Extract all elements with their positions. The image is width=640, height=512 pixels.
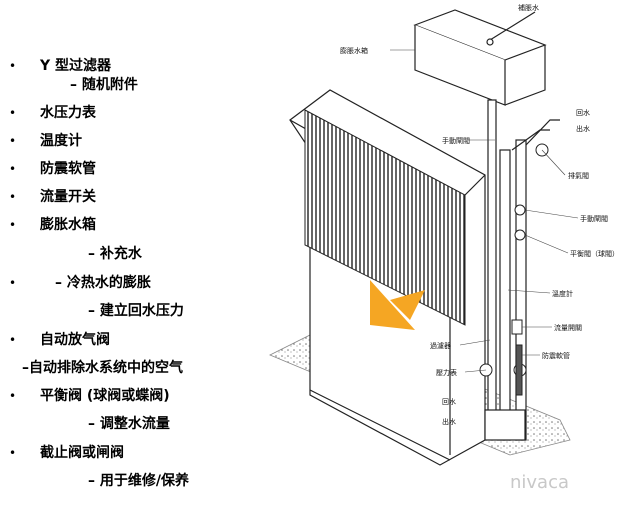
leader-lines (390, 49, 579, 373)
bullet-14: • (9, 446, 17, 460)
label-return-bottom: 回水 (442, 397, 456, 406)
item-balance-valve: 平衡阀 (球阀或蝶阀) (40, 388, 170, 404)
piping (484, 99, 560, 441)
bullet-0: • (9, 59, 17, 73)
item-adjust-flow: – 调整水流量 (88, 416, 170, 432)
item-expansion: – 冷热水的膨胀 (55, 275, 151, 291)
item-maintenance: – 用于维修/保养 (88, 473, 189, 489)
label-supply-bottom: 出水 (442, 417, 456, 426)
label-manual-valve-1: 手動閘閥 (442, 136, 470, 145)
label-y-strainer: 過濾器 (430, 341, 451, 350)
item-anti-vibration-hose: 防震软管 (40, 161, 96, 177)
item-auto-purge: –自动排除水系统中的空气 (22, 360, 183, 376)
bullet-5: • (9, 190, 17, 204)
label-makeup-water: 補脹水 (518, 3, 539, 12)
item-stop-valve: 截止阀或闸阀 (40, 445, 124, 461)
front-grille (304, 109, 466, 326)
item-random-accessory: – 随机附件 (70, 77, 138, 93)
bullet-12: • (9, 389, 17, 403)
item-return-pressure: – 建立回水压力 (88, 303, 184, 319)
expansion-tank (413, 9, 547, 106)
label-expansion-tank: 膨脹水箱 (340, 46, 368, 55)
bullet-8: • (9, 276, 17, 290)
bullet-2: • (9, 106, 17, 120)
component-list: • Y 型过滤器 – 随机附件 • 水压力表 • 温度计 • 防震软管 • 流量… (0, 0, 250, 512)
item-pressure-gauge: 水压力表 (40, 105, 96, 121)
label-return-top: 回水 (576, 108, 590, 117)
item-expansion-tank: 膨胀水箱 (40, 217, 96, 233)
bullet-10: • (9, 333, 17, 347)
item-thermometer: 温度计 (40, 133, 82, 149)
item-y-strainer: Y 型过滤器 (40, 58, 112, 74)
label-thermometer: 溫度計 (552, 289, 573, 298)
brand-logo (370, 280, 425, 330)
item-flow-switch: 流量开关 (40, 189, 96, 205)
label-anti-vibration: 防震軟管 (542, 351, 570, 360)
watermark: nivaca (510, 472, 569, 493)
label-flow-switch: 流量開關 (554, 323, 582, 332)
label-supply-top: 出水 (576, 124, 590, 133)
hvac-unit-diagram: 補脹水 膨脹水箱 回水 出水 手動閘閥 排氣閥 手動閘閥 平衡閥（球閥） 溫度計… (269, 3, 619, 493)
label-manual-valve-2: 手動閘閥 (580, 214, 608, 223)
bullet-3: • (9, 134, 17, 148)
item-auto-air-vent: 自动放气阀 (40, 332, 110, 348)
label-pressure-gauge: 壓力表 (436, 368, 457, 377)
bullet-6: • (9, 218, 17, 232)
label-balance-valve: 平衡閥（球閥） (570, 249, 619, 258)
bullet-4: • (9, 162, 17, 176)
label-air-vent: 排氣閥 (568, 171, 589, 180)
item-makeup-water: – 补充水 (88, 246, 142, 262)
